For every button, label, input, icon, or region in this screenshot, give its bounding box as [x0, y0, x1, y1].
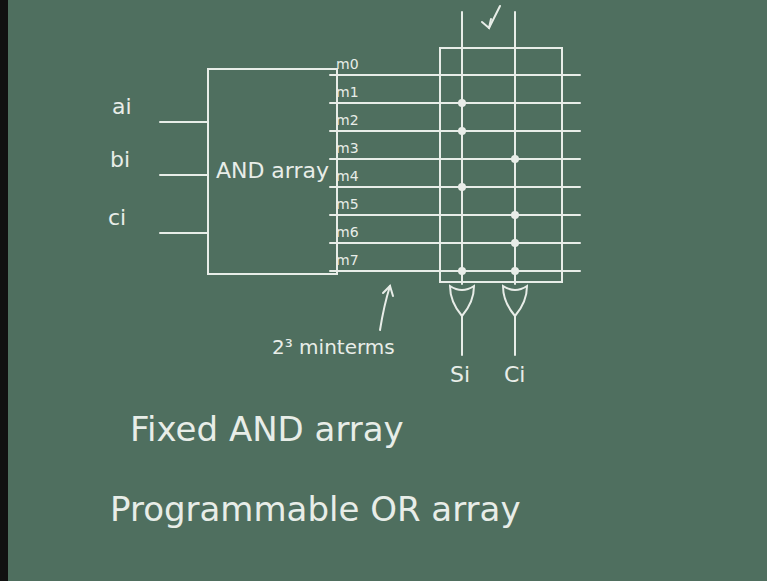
box-text: AND array: [210, 150, 335, 193]
input-name: ci: [108, 205, 126, 230]
and-array-box: AND array: [207, 68, 338, 275]
minterm-name: m3: [336, 140, 359, 156]
minterm-name: m6: [336, 224, 359, 240]
input-name: ai: [112, 94, 132, 119]
minterm-name: m5: [336, 196, 359, 212]
input-name: bi: [110, 147, 130, 172]
output-name: Ci: [504, 362, 525, 387]
board-edge: [0, 0, 8, 581]
note: Fixed AND array: [130, 410, 404, 449]
minterm-name: m4: [336, 168, 359, 184]
minterm-name: m2: [336, 112, 359, 128]
minterm-name: m0: [336, 56, 359, 72]
output-name: Si: [450, 362, 470, 387]
note: 2³ minterms: [272, 336, 395, 359]
minterm-name: m7: [336, 252, 359, 268]
minterm-name: m1: [336, 84, 359, 100]
note: Programmable OR array: [110, 490, 521, 529]
